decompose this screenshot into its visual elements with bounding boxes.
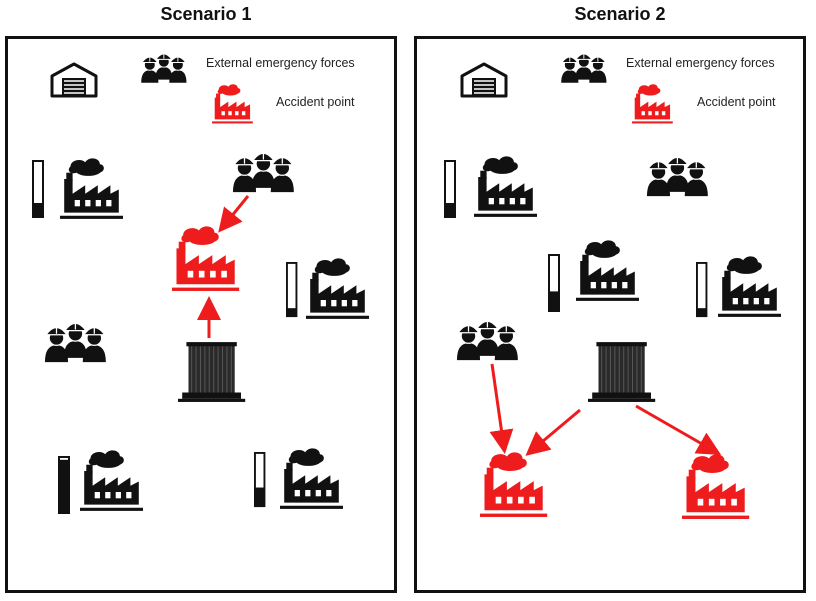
emergency-forces-icon — [646, 153, 709, 197]
factory-icon — [280, 448, 343, 509]
level-gauge-icon — [58, 456, 70, 514]
gauge-fill — [59, 459, 69, 513]
arrow-tank-to-accident-right — [635, 404, 722, 455]
scenario-2-panel — [414, 36, 806, 593]
accident-factory-icon — [212, 84, 253, 124]
factory-icon — [60, 158, 123, 219]
emergency-forces-icon — [141, 50, 187, 83]
storage-tank-icon — [178, 342, 246, 402]
factory-icon — [474, 156, 537, 217]
gauge-fill — [286, 308, 297, 317]
emergency-forces-icon — [232, 149, 295, 193]
level-gauge-icon — [286, 262, 298, 318]
accident-factory-icon — [172, 226, 240, 291]
arrow-forces-to-accident — [489, 363, 514, 454]
gauge-fill — [696, 308, 707, 317]
legend-forces-label-1: External emergency forces — [206, 56, 355, 70]
factory-icon — [80, 450, 143, 511]
gauge-fill — [254, 487, 265, 507]
scenario-1-title: Scenario 1 — [160, 4, 252, 24]
scenario-1-panel — [5, 36, 397, 593]
accident-factory-icon — [480, 452, 548, 517]
gauge-fill — [549, 291, 559, 311]
level-gauge-icon — [254, 452, 266, 508]
warehouse-icon — [460, 62, 508, 98]
emergency-forces-icon — [456, 317, 519, 361]
scenario-2-title: Scenario 2 — [574, 4, 666, 24]
gauge-fill — [445, 203, 455, 217]
emergency-forces-icon — [44, 319, 107, 363]
arrow-forces-to-accident — [218, 195, 250, 233]
factory-icon — [306, 258, 369, 319]
level-gauge-icon — [444, 160, 456, 218]
legend-forces-label-2: External emergency forces — [626, 56, 775, 70]
factory-icon — [718, 256, 781, 317]
arrow-tank-to-accident-left — [525, 408, 581, 456]
emergency-forces-icon — [561, 50, 607, 83]
gauge-fill — [33, 203, 43, 217]
accident-factory-icon — [682, 454, 750, 519]
level-gauge-icon — [32, 160, 44, 218]
storage-tank-icon — [588, 342, 656, 402]
warehouse-icon — [50, 62, 98, 98]
legend-accident-label-2: Accident point — [697, 95, 776, 109]
level-gauge-icon — [548, 254, 560, 312]
legend-accident-label-1: Accident point — [276, 95, 355, 109]
level-gauge-icon — [696, 262, 708, 318]
accident-factory-icon — [632, 84, 673, 124]
factory-icon — [576, 240, 639, 301]
